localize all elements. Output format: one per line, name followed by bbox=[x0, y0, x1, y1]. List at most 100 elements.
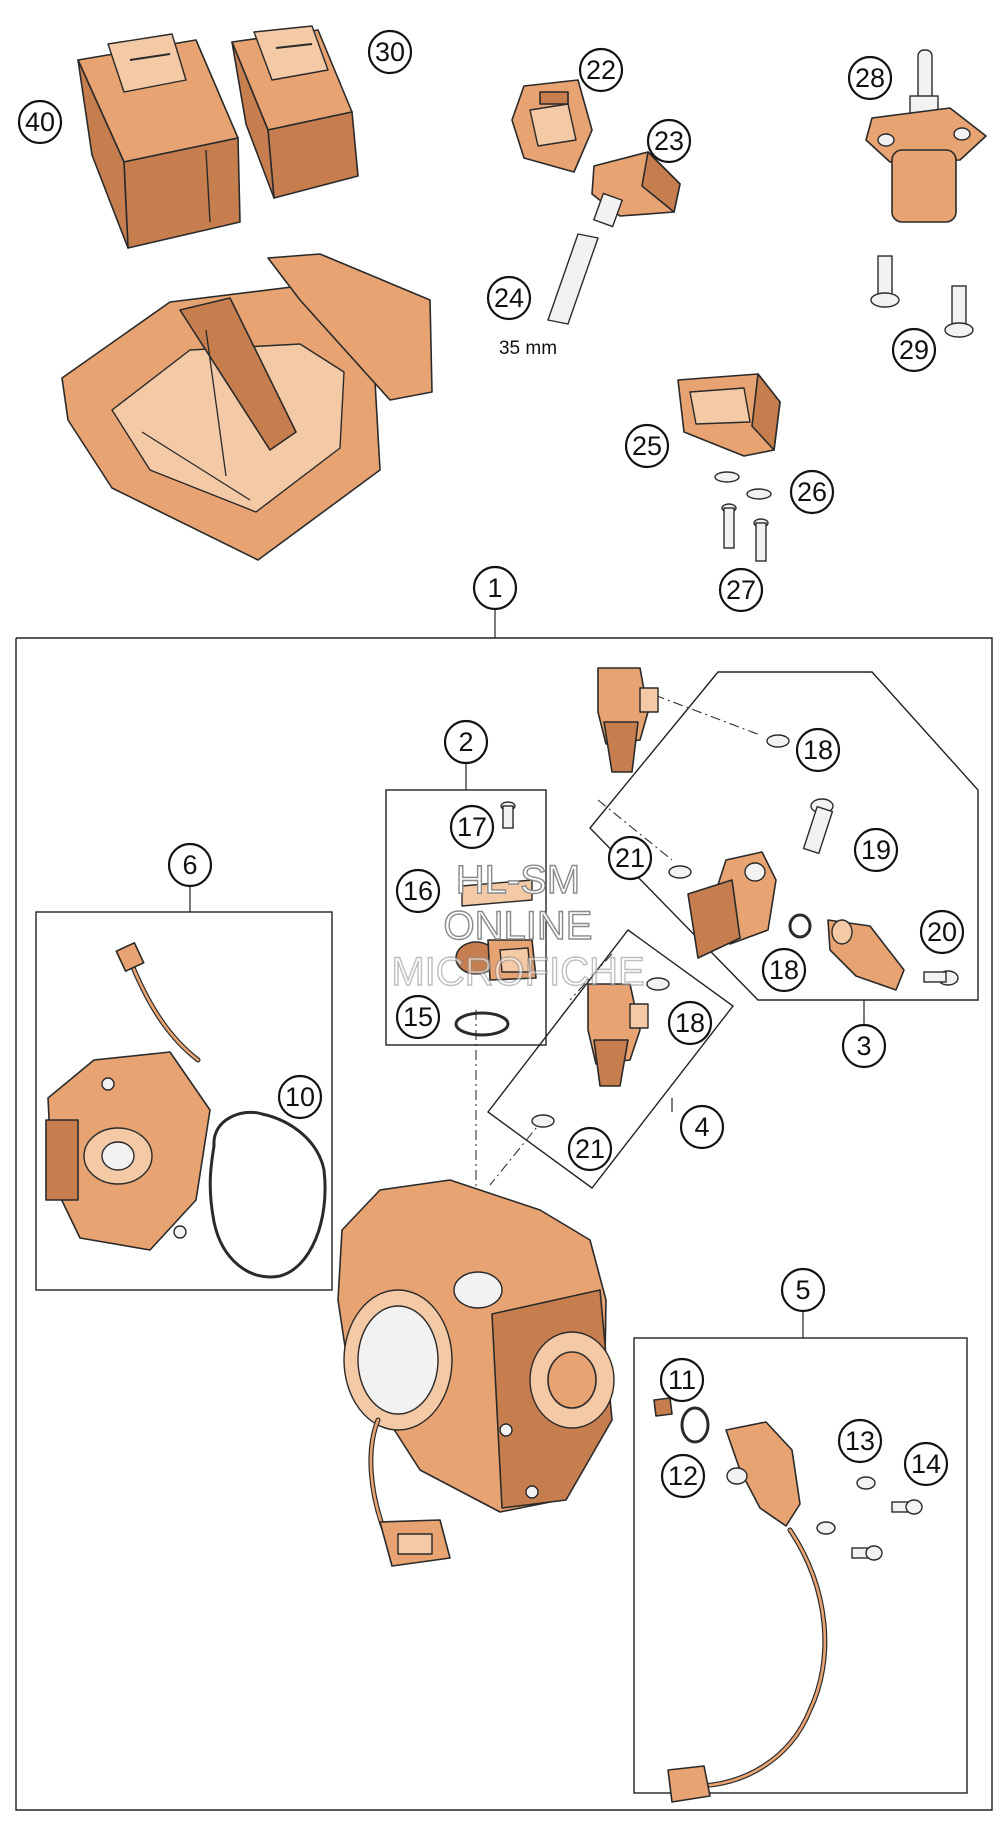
svg-text:2: 2 bbox=[458, 727, 473, 757]
callout-28: 28 bbox=[847, 55, 893, 101]
svg-text:26: 26 bbox=[797, 477, 827, 507]
callout-27: 27 bbox=[718, 567, 764, 613]
svg-text:18: 18 bbox=[769, 955, 799, 985]
fuel-rail-part-3 bbox=[687, 851, 777, 959]
svg-text:29: 29 bbox=[899, 335, 929, 365]
svg-text:25: 25 bbox=[632, 431, 662, 461]
screw-part-29 bbox=[870, 255, 974, 338]
callout-18-mid: 18 bbox=[761, 947, 807, 993]
svg-text:21: 21 bbox=[575, 1134, 605, 1164]
svg-text:6: 6 bbox=[182, 850, 197, 880]
callout-30: 30 bbox=[367, 29, 413, 75]
svg-text:21: 21 bbox=[615, 843, 645, 873]
callout-40: 40 bbox=[17, 99, 63, 145]
seal-ring-part-21 bbox=[668, 865, 692, 879]
bolt-part-17 bbox=[500, 801, 516, 829]
callout-26: 26 bbox=[789, 469, 835, 515]
svg-text:24: 24 bbox=[494, 283, 524, 313]
callout-4: 4 bbox=[679, 1104, 725, 1150]
callout-5: 5 bbox=[780, 1267, 826, 1313]
svg-text:20: 20 bbox=[927, 917, 957, 947]
o-ring-part-15 bbox=[454, 1011, 510, 1037]
callout-11: 11 bbox=[659, 1357, 705, 1403]
hose-part-24 bbox=[547, 233, 599, 325]
o-ring-part-12 bbox=[680, 1406, 710, 1444]
svg-text:18: 18 bbox=[675, 1008, 705, 1038]
callout-19: 19 bbox=[853, 827, 899, 873]
callout-17: 17 bbox=[449, 804, 495, 850]
callout-21-low: 21 bbox=[567, 1126, 613, 1172]
bracket-part-16 bbox=[461, 879, 533, 907]
svg-text:18: 18 bbox=[803, 735, 833, 765]
sensor-assembly-2 bbox=[455, 939, 537, 981]
assembly-1-frame bbox=[15, 637, 993, 1811]
callout-25: 25 bbox=[624, 423, 670, 469]
svg-text:15: 15 bbox=[403, 1002, 433, 1032]
group-3-frame bbox=[589, 671, 979, 1001]
svg-text:23: 23 bbox=[654, 126, 684, 156]
sensor-part-28 bbox=[865, 49, 987, 223]
sensor-part-5 bbox=[667, 1421, 828, 1803]
connector-part-3 bbox=[827, 919, 905, 991]
clip-part-11 bbox=[653, 1397, 673, 1417]
svg-text:4: 4 bbox=[694, 1112, 709, 1142]
sensor-part-23 bbox=[591, 151, 681, 228]
hose-length-note: 35 mm bbox=[499, 338, 557, 359]
svg-text:30: 30 bbox=[375, 37, 405, 67]
group-4-frame bbox=[487, 929, 734, 1189]
bolt-part-20 bbox=[923, 970, 959, 986]
callout-10: 10 bbox=[277, 1074, 323, 1120]
svg-text:27: 27 bbox=[726, 575, 756, 605]
callout-13: 13 bbox=[837, 1418, 883, 1464]
svg-text:16: 16 bbox=[403, 876, 433, 906]
svg-text:5: 5 bbox=[795, 1275, 810, 1305]
cover-assembly-6 bbox=[45, 942, 211, 1251]
callout-18-top: 18 bbox=[795, 727, 841, 773]
callout-29: 29 bbox=[891, 327, 937, 373]
watermark-line-3: MICROFICHE bbox=[391, 950, 644, 994]
washer-part-26 bbox=[714, 471, 772, 500]
group-6-frame bbox=[35, 911, 333, 1291]
alignment-line bbox=[597, 799, 673, 861]
svg-text:11: 11 bbox=[668, 1365, 696, 1395]
gasket-part-10 bbox=[208, 1110, 327, 1279]
watermark-line-2: ONLINE bbox=[444, 904, 593, 948]
svg-text:19: 19 bbox=[861, 835, 891, 865]
callout-16: 16 bbox=[395, 868, 441, 914]
bolt-part-14 bbox=[851, 1499, 923, 1561]
svg-text:10: 10 bbox=[285, 1082, 315, 1112]
svg-text:3: 3 bbox=[856, 1031, 871, 1061]
bolt-part-27 bbox=[721, 503, 769, 562]
ecu-part-40 bbox=[77, 33, 241, 249]
seal-ring-part-21b bbox=[531, 1114, 555, 1128]
group-5-frame bbox=[633, 1337, 968, 1794]
callout-3: 3 bbox=[841, 1023, 887, 1069]
sensor-part-25 bbox=[677, 373, 781, 457]
callout-12: 12 bbox=[660, 1453, 706, 1499]
washer-part-13 bbox=[816, 1476, 876, 1535]
callout-15: 15 bbox=[395, 994, 441, 1040]
throttle-body bbox=[337, 1179, 615, 1567]
callout-2: 2 bbox=[443, 719, 489, 765]
injector-top bbox=[597, 667, 659, 773]
callout-24: 24 bbox=[486, 275, 532, 321]
callout-6: 6 bbox=[167, 842, 213, 888]
svg-text:1: 1 bbox=[487, 573, 502, 603]
callout-1: 1 bbox=[472, 565, 518, 611]
injector-part-4 bbox=[587, 983, 649, 1087]
seal-ring-part-18b bbox=[788, 913, 812, 939]
watermark-line-1: HL-SM bbox=[456, 858, 580, 902]
callout-18-low: 18 bbox=[667, 1000, 713, 1046]
ecu-part-30 bbox=[231, 25, 359, 199]
connector-part-22 bbox=[511, 79, 593, 173]
callout-22: 22 bbox=[578, 47, 624, 93]
svg-text:28: 28 bbox=[855, 63, 885, 93]
seal-ring-part-18 bbox=[766, 734, 790, 748]
ecu-holder-tray bbox=[61, 253, 433, 561]
svg-text:12: 12 bbox=[668, 1461, 698, 1491]
svg-text:40: 40 bbox=[25, 107, 55, 137]
pin-part-19 bbox=[802, 798, 834, 855]
seal-ring-part-18c bbox=[646, 977, 670, 991]
callout-21-top: 21 bbox=[607, 835, 653, 881]
